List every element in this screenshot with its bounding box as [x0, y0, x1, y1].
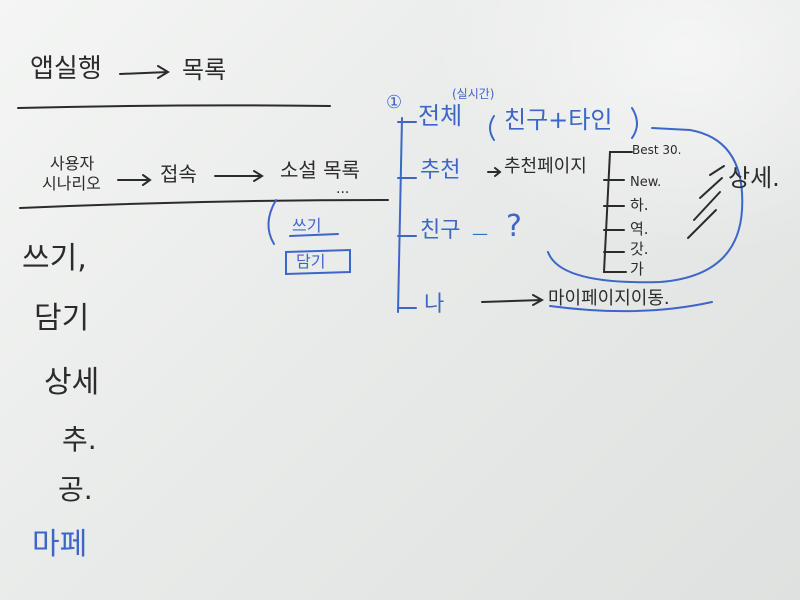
sort-item-new: New. — [630, 175, 662, 190]
save-box — [285, 248, 351, 276]
underline-write — [289, 233, 339, 237]
text-detail: 상세. — [728, 164, 780, 192]
hatch-3 — [693, 191, 721, 221]
left-item-save: 담기 — [34, 301, 90, 336]
text-user: 사용자 — [50, 154, 95, 173]
tree-friend-dash: — — [472, 224, 488, 243]
sort-item-gat: 갓. — [630, 240, 649, 258]
tree-number: ① — [386, 92, 403, 113]
sort-item-ha: 하. — [630, 196, 649, 214]
text-access: 접속 — [160, 162, 197, 186]
sort-bracket — [602, 151, 633, 273]
left-item-detail: 상세 — [44, 365, 100, 400]
tree-trunk — [397, 117, 403, 313]
tree-all-label: 전체 — [418, 102, 463, 130]
tree-me-label: 나 — [424, 292, 445, 317]
left-item-write: 쓰기, — [22, 241, 87, 276]
tree-friend-label: 친구 — [420, 218, 461, 243]
text-app-launch: 앱실행 — [30, 54, 102, 84]
hatch-4 — [687, 209, 717, 239]
arrow-recommend — [487, 167, 502, 177]
arrow-me — [481, 294, 545, 306]
text-save: 담기 — [296, 252, 326, 271]
me-target-loop — [549, 301, 713, 313]
tree-friend-question: ? — [506, 209, 522, 244]
arrow-access-to-list — [214, 170, 264, 182]
sort-item-best: Best 30. — [632, 143, 682, 157]
branch-curve — [267, 199, 277, 245]
arrow-scenario-to-access — [117, 174, 152, 186]
text-novel-list: 소설 목록 — [280, 158, 360, 182]
paren-left — [489, 115, 495, 141]
tree-all-note: (실시간) — [452, 87, 495, 101]
sort-item-ga: 가 — [630, 260, 644, 278]
light-glare — [430, 0, 800, 260]
left-item-recommend: 추. — [62, 423, 97, 456]
tree-recommend-target: 추천페이지 — [504, 156, 587, 177]
text-dots: ... — [336, 181, 350, 197]
tree-me-target: 마이페이지이동. — [548, 288, 670, 309]
left-item-public: 공. — [58, 473, 93, 506]
divider-line-top — [17, 104, 331, 109]
tree-all-detail: 친구+타인 — [504, 106, 613, 134]
hatch-2 — [699, 177, 723, 199]
divider-line-mid — [19, 199, 389, 209]
arrow-app-to-list — [119, 65, 170, 79]
tree-recommend-label: 추천 — [420, 158, 461, 183]
sort-item-yeok: 역. — [630, 220, 649, 238]
text-list: 목록 — [182, 56, 227, 84]
sort-loop — [547, 127, 744, 284]
text-scenario: 시나리오 — [42, 174, 101, 193]
hatch-1 — [709, 165, 725, 176]
text-write: 쓰기 — [292, 216, 322, 235]
paren-right — [631, 107, 638, 139]
left-item-mypage: 마페 — [32, 527, 88, 562]
